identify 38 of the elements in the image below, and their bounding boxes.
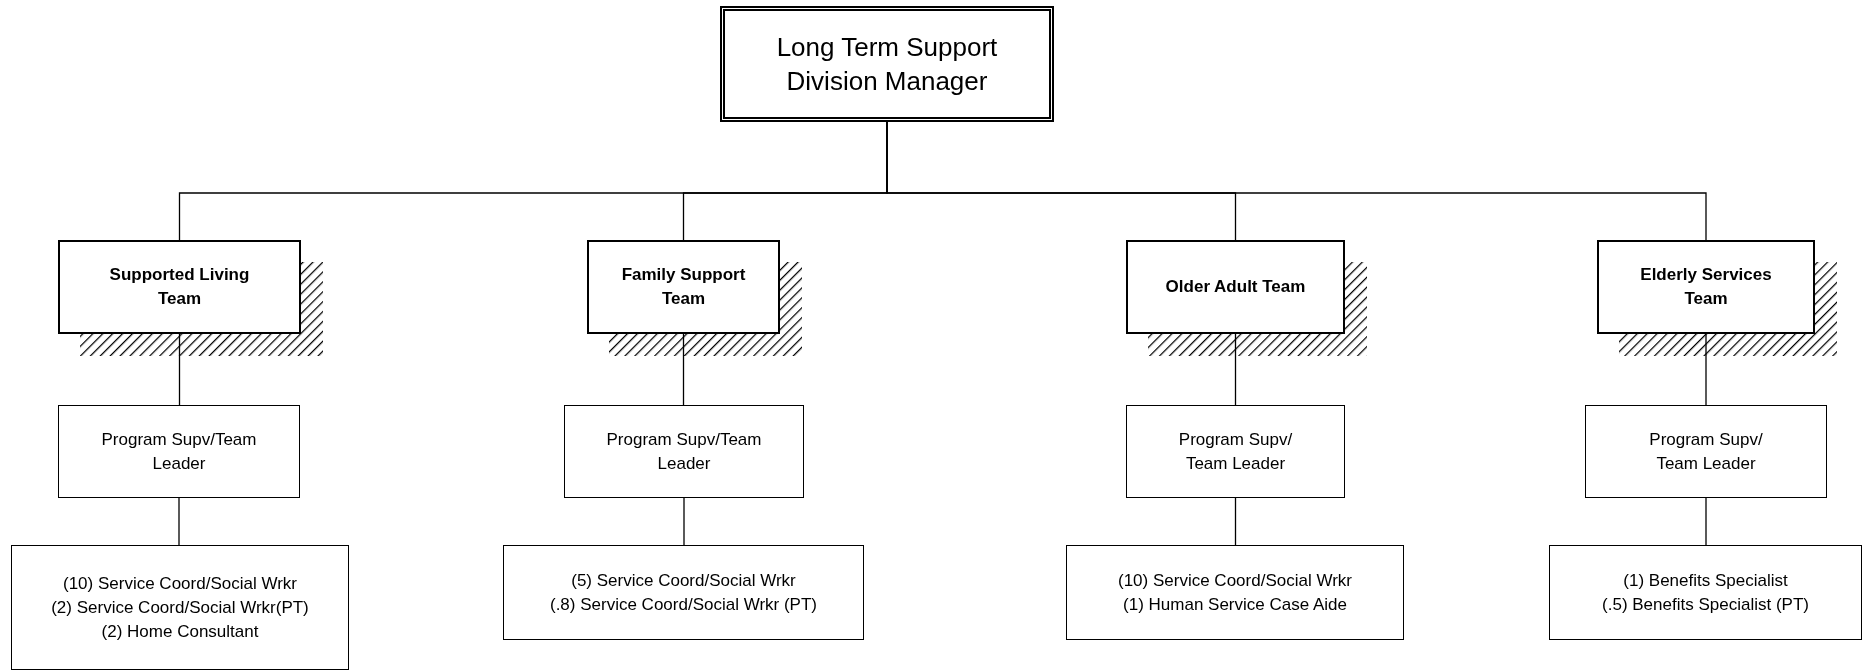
box-text: (1) Benefits Specialist [1623, 569, 1788, 592]
box-text: (.5) Benefits Specialist (PT) [1602, 593, 1809, 616]
role-box [503, 545, 864, 640]
connector-line [886, 121, 1707, 241]
role-box [564, 405, 804, 498]
connector-line [1705, 497, 1707, 546]
box-text: Elderly Services Team [1639, 264, 1773, 310]
box-text: (5) Service Coord/Social Wrkr [571, 569, 796, 592]
box-text: (10) Service Coord/Social Wrkr [63, 572, 297, 595]
role-box [1066, 545, 1404, 640]
team-box [1597, 240, 1815, 334]
manager-box [720, 6, 1054, 122]
box-text: Program Supv/Team Leader [100, 428, 258, 475]
box-text: Program Supv/ Team Leader [1648, 428, 1764, 475]
box-text: (2) Home Consultant [101, 620, 259, 643]
connector-line [682, 333, 685, 406]
connector-line [1234, 333, 1237, 406]
box-text: Long Term Support Division Manager [775, 31, 999, 98]
box-text: (10) Service Coord/Social Wrkr [1118, 569, 1352, 592]
team-box [58, 240, 301, 334]
box-text: (.8) Service Coord/Social Wrkr (PT) [550, 593, 817, 616]
box-text: (2) Service Coord/Social Wrkr(PT) [51, 596, 309, 619]
box-text: Program Supv/Team Leader [605, 428, 763, 475]
role-box [1585, 405, 1827, 498]
connector-line [1234, 497, 1237, 546]
box-text: Supported Living Team [108, 264, 251, 310]
box-text: Program Supv/ Team Leader [1177, 428, 1294, 475]
connector-line [178, 497, 180, 546]
role-box [58, 405, 300, 498]
connector-line [683, 497, 685, 546]
role-box [11, 545, 349, 670]
team-box [1126, 240, 1345, 334]
role-box [1126, 405, 1345, 498]
box-text: Older Adult Team [1165, 276, 1306, 298]
box-text: Family Support Team [620, 264, 747, 310]
team-box [587, 240, 780, 334]
box-text: (1) Human Service Case Aide [1123, 593, 1347, 616]
role-box [1549, 545, 1862, 640]
